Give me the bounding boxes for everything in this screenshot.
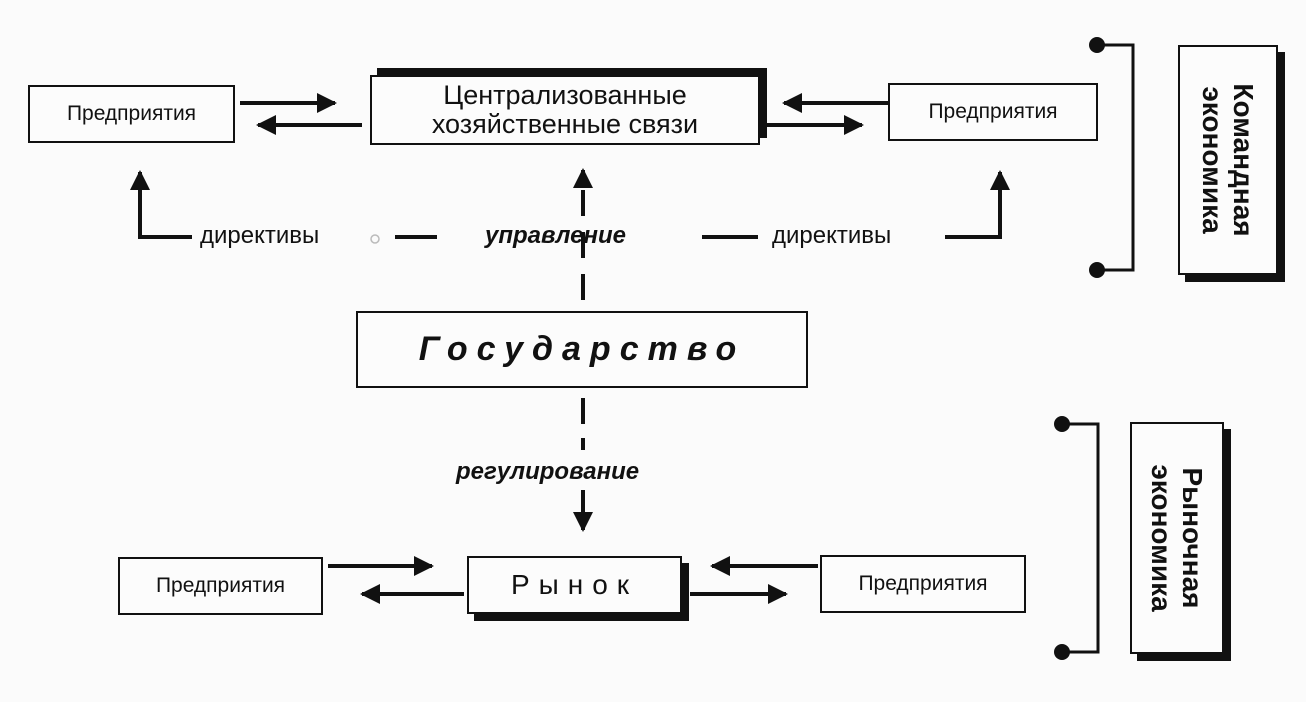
state-label: Государство [418,330,746,368]
arrow-directives-right [945,170,1010,239]
enterprise-box-top-left: Предприятия [28,85,235,143]
centralized-label-line1: Централизованные [443,80,687,110]
market-economy-label: Рыночная экономика [1146,464,1208,612]
directives-label-right: директивы [772,222,892,249]
enterprise-box-bottom-left: Предприятия [118,557,323,615]
management-label: управление [485,222,626,249]
centralized-links-box: Централизованные хозяйственные связи [370,75,760,145]
enterprise-label: Предприятия [155,574,286,597]
enterprise-label: Предприятия [858,572,988,595]
market-label: Рынок [510,569,639,600]
directives-label-left: директивы [200,222,320,249]
enterprise-box-bottom-right: Предприятия [820,555,1026,613]
command-economy-label: Командная экономика [1197,83,1259,237]
command-economy-box: Командная экономика [1178,45,1278,275]
market-box: Рынок [467,556,682,614]
regulation-label: регулирование [456,458,640,485]
state-box: Государство [356,311,808,388]
enterprise-label: Предприятия [66,102,197,125]
arrow-directives-left [130,170,192,239]
enterprise-box-top-right: Предприятия [888,83,1098,141]
centralized-label-line2: хозяйственные связи [431,109,699,139]
enterprise-label: Предприятия [928,100,1058,123]
bracket-market [1060,422,1100,654]
market-economy-box: Рыночная экономика [1130,422,1224,654]
bracket-command [1095,43,1135,272]
